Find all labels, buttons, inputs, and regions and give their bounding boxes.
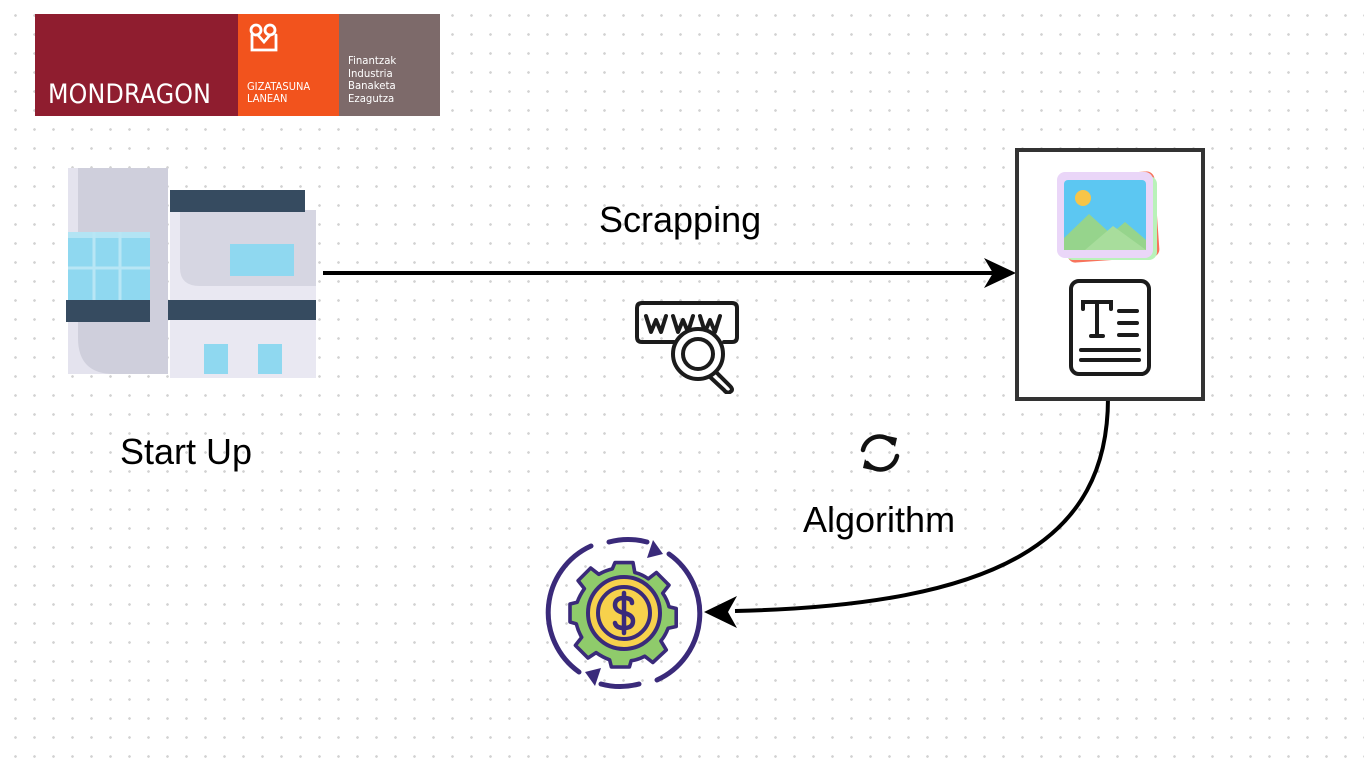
- algorithm-arrowhead: [704, 596, 737, 628]
- www-search-icon: [635, 301, 739, 394]
- dollar-gear-icon: [545, 536, 703, 690]
- logo-divisions: Finantzak Industria Banaketa Ezagutza: [348, 54, 400, 105]
- mondragon-logo: MONDRAGON GIZATASUNA LANEAN Finantzak In…: [35, 14, 440, 116]
- logo-orange-block: GIZATASUNA LANEAN: [238, 14, 339, 116]
- image-icon: [1057, 171, 1160, 263]
- logo-division: Banaketa: [348, 79, 396, 92]
- logo-tagline-line1: GIZATASUNA: [247, 80, 311, 93]
- logo-division: Ezagutza: [348, 91, 395, 105]
- algorithm-label: Algorithm: [803, 499, 956, 540]
- logo-brand-text: MONDRAGON: [48, 79, 212, 110]
- logo-division: Finantzak: [348, 54, 397, 67]
- logo-mark-icon: [249, 23, 278, 52]
- logo-red-block: MONDRAGON: [35, 14, 238, 116]
- scrapping-label: Scrapping: [599, 199, 762, 240]
- building-icon: [66, 168, 316, 378]
- logo-tagline-line2: LANEAN: [247, 92, 288, 105]
- startup-label: Start Up: [120, 431, 253, 472]
- algorithm-arrow-curve: [734, 397, 1110, 613]
- text-document-icon: [1069, 279, 1151, 376]
- refresh-icon: [860, 434, 900, 472]
- logo-grey-block: Finantzak Industria Banaketa Ezagutza: [339, 14, 440, 116]
- logo-division: Industria: [348, 66, 393, 80]
- scrapping-arrowhead: [984, 258, 1016, 288]
